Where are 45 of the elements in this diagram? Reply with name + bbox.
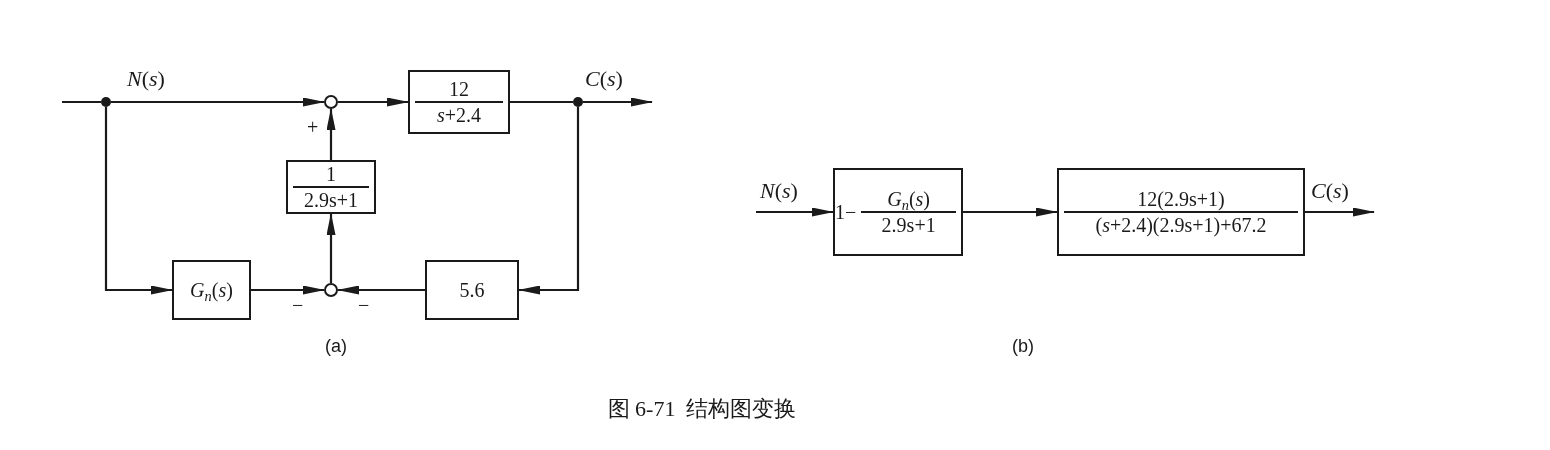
signal-arrow <box>326 108 336 160</box>
denominator-text: 2.9s+1 <box>881 213 936 237</box>
transfer-function-block <box>408 70 510 134</box>
signal-arrow <box>111 97 325 107</box>
signal-arrow <box>756 207 834 217</box>
sign-label: − <box>292 294 304 317</box>
summing-junction <box>324 283 338 297</box>
term-text: 1− <box>835 200 857 224</box>
signal-line <box>510 100 573 104</box>
signal-arrow <box>338 97 409 107</box>
signal-arrow <box>518 107 580 295</box>
signal-label: C(s) <box>585 66 623 92</box>
panel-label: (a) <box>325 336 347 357</box>
numerator-text: G$_{n}$(s) <box>887 187 931 211</box>
numerator-text: 1 <box>326 162 336 186</box>
gain-text: G$_{n}$(s) <box>190 278 233 302</box>
signal-label: C(s) <box>1311 178 1349 204</box>
transfer-function-block <box>425 260 519 320</box>
denominator-text: (s+2.4)(2.9s+1)+67.2 <box>1095 213 1267 237</box>
signal-arrow <box>104 107 173 295</box>
transfer-function-block <box>1057 168 1305 256</box>
branch-point <box>101 97 111 107</box>
denominator-text: 2.9s+1 <box>303 188 359 212</box>
numerator-text: 12(2.9s+1) <box>1137 187 1225 211</box>
sign-label: − <box>358 294 370 317</box>
signal-arrow <box>963 207 1058 217</box>
denominator-text: s+2.4 <box>436 103 482 127</box>
signal-label: N(s) <box>760 178 798 204</box>
signal-line <box>62 100 101 104</box>
signal-arrow <box>326 213 336 283</box>
summing-junction <box>324 95 338 109</box>
signal-arrow <box>1305 207 1375 217</box>
transfer-function-block <box>833 168 963 256</box>
transfer-function-block <box>172 260 251 320</box>
signal-arrow <box>337 285 425 295</box>
figure-caption: 图 6-71 结构图变换 <box>607 396 797 422</box>
branch-point <box>573 97 583 107</box>
signal-arrow <box>583 97 653 107</box>
numerator-text: 12 <box>449 77 469 101</box>
signal-label: N(s) <box>127 66 165 92</box>
transfer-function-block <box>286 160 376 214</box>
signal-arrow <box>251 285 325 295</box>
panel-label: (b) <box>1012 336 1034 357</box>
gain-text: 5.6 <box>459 278 485 302</box>
sign-label: + <box>307 116 319 139</box>
